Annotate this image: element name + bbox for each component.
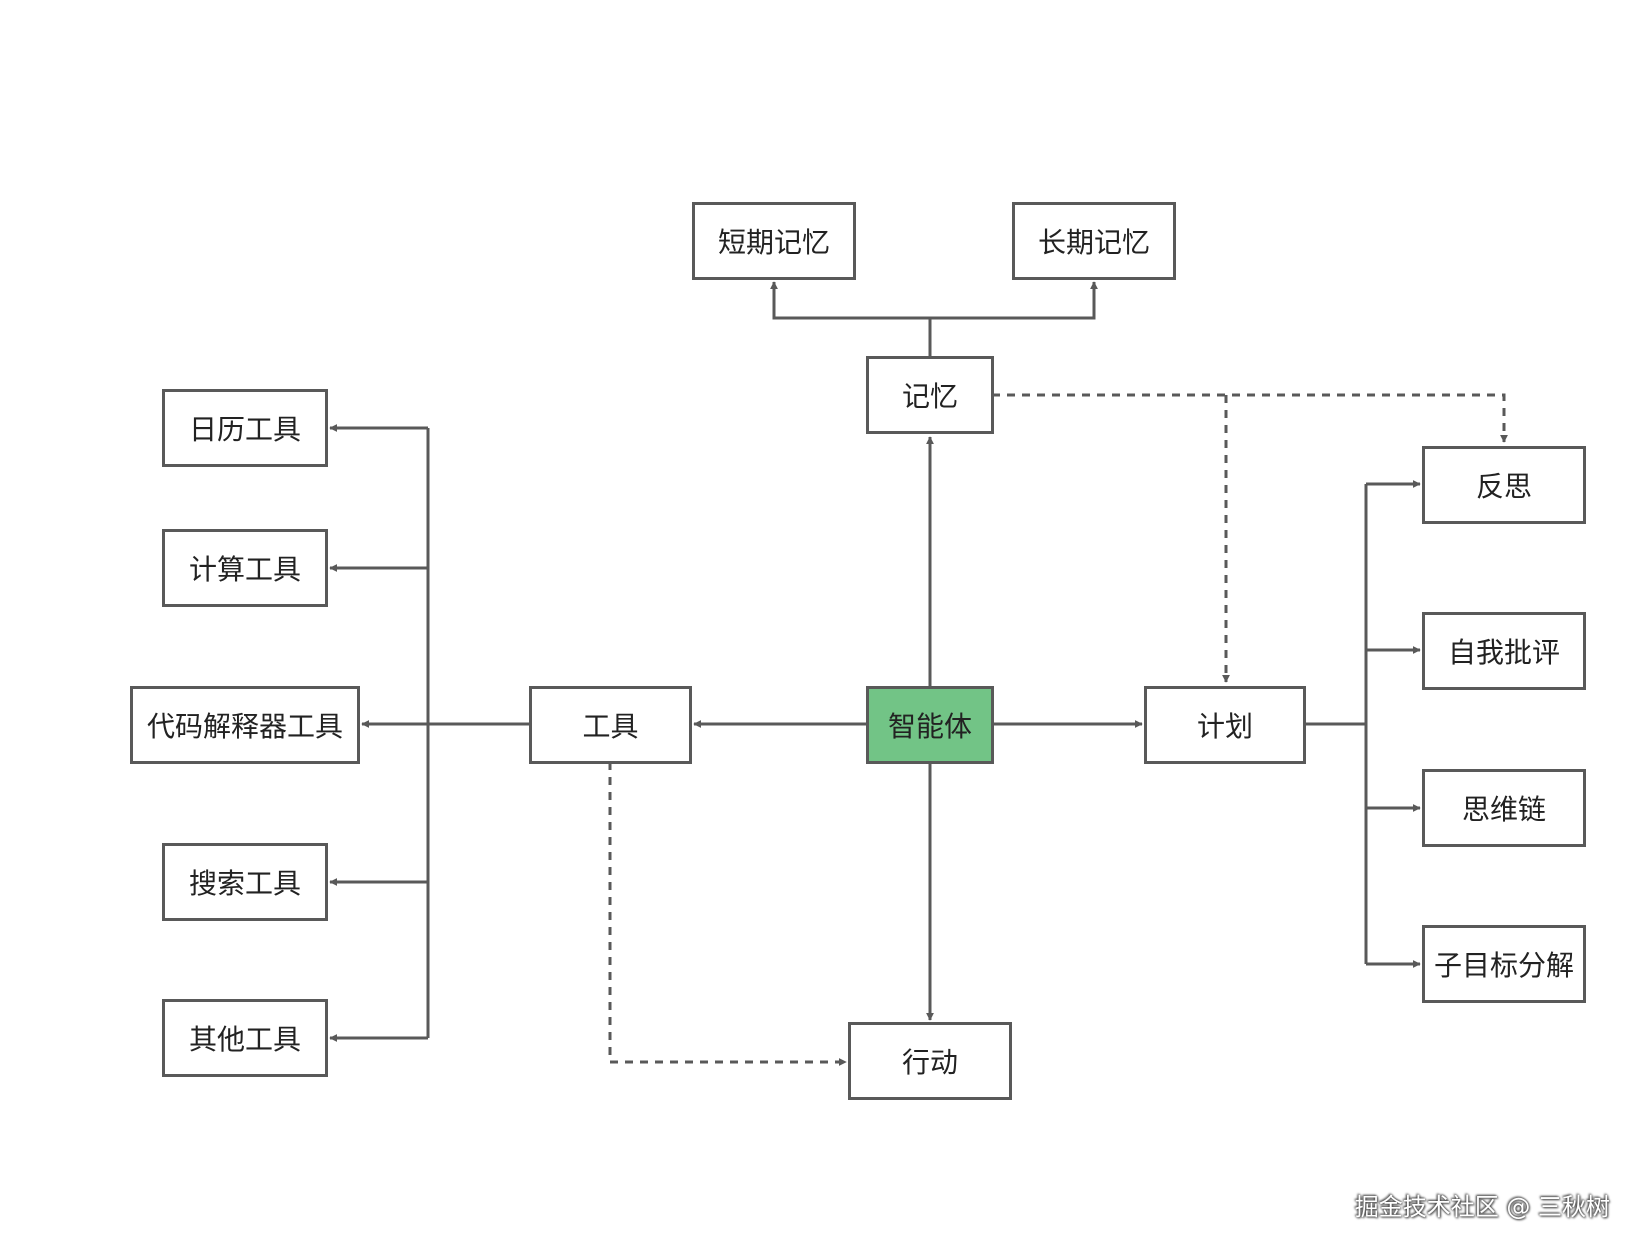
node-code-interpreter-tool[interactable]: 代码解释器工具 — [130, 686, 360, 764]
node-long-term-memory[interactable]: 长期记忆 — [1012, 202, 1176, 280]
node-planning[interactable]: 计划 — [1144, 686, 1306, 764]
node-memory[interactable]: 记忆 — [866, 356, 994, 434]
node-self-critique[interactable]: 自我批评 — [1422, 612, 1586, 690]
node-agent[interactable]: 智能体 — [866, 686, 994, 764]
node-calendar-tool[interactable]: 日历工具 — [162, 389, 328, 467]
node-subgoal-decomposition[interactable]: 子目标分解 — [1422, 925, 1586, 1003]
watermark: 掘金技术社区 @ 三秋树 — [1354, 1193, 1610, 1221]
node-chain-of-thought[interactable]: 思维链 — [1422, 769, 1586, 847]
edge-memory-reflect-dashed — [992, 393, 1508, 443]
node-calculator-tool[interactable]: 计算工具 — [162, 529, 328, 607]
edge-tools-action-dashed — [608, 762, 847, 1066]
node-search-tool[interactable]: 搜索工具 — [162, 843, 328, 921]
edge-memory-short — [770, 281, 930, 320]
node-action[interactable]: 行动 — [848, 1022, 1012, 1100]
node-reflection[interactable]: 反思 — [1422, 446, 1586, 524]
node-tools[interactable]: 工具 — [529, 686, 692, 764]
node-short-term-memory[interactable]: 短期记忆 — [692, 202, 856, 280]
node-other-tools[interactable]: 其他工具 — [162, 999, 328, 1077]
edge-memory-long — [930, 281, 1098, 320]
